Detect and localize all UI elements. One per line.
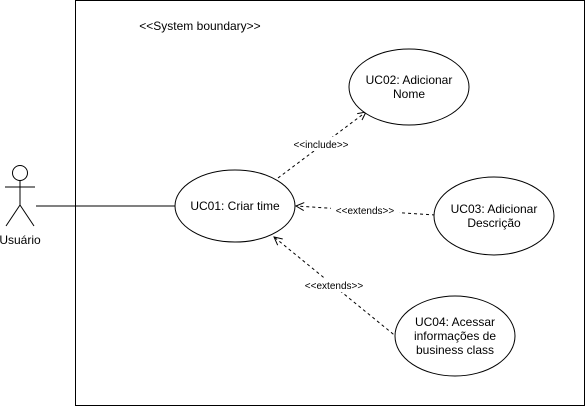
include-label: <<include>> <box>293 140 348 151</box>
uc03-label-line2: Descrição <box>467 216 521 230</box>
extends-relation-line-uc03[interactable] <box>296 206 436 216</box>
uc01-label: UC01: Criar time <box>190 199 280 213</box>
uc03-label-line1: UC03: Adicionar <box>451 202 538 216</box>
use-case-uc02[interactable]: UC02: Adicionar Nome <box>348 48 470 126</box>
uc04-label-line1: UC04: Acessar <box>415 315 495 329</box>
actor-left-leg <box>5 204 21 227</box>
use-case-uc03[interactable]: UC03: Adicionar Descrição <box>433 176 555 256</box>
use-case-uc01[interactable]: UC01: Criar time <box>174 169 296 243</box>
actor-right-leg <box>19 204 35 227</box>
system-boundary-label: <<System boundary>> <box>139 19 260 33</box>
uc04-label-line3: business class <box>416 343 494 357</box>
use-case-uc04[interactable]: UC04: Acessar informações de business cl… <box>394 295 516 377</box>
uc02-label-line2: Nome <box>393 87 425 101</box>
actor-head <box>12 165 28 181</box>
extends-label-uc03: <<extends>> <box>336 206 395 217</box>
uc02-label-line1: UC02: Adicionar <box>366 73 453 87</box>
extends-label-uc04: <<extends>> <box>305 281 364 292</box>
uc04-label-line2: informações de <box>414 329 496 343</box>
actor-usuario[interactable]: Usuário <box>0 165 41 248</box>
actor-label: Usuário <box>0 233 41 247</box>
